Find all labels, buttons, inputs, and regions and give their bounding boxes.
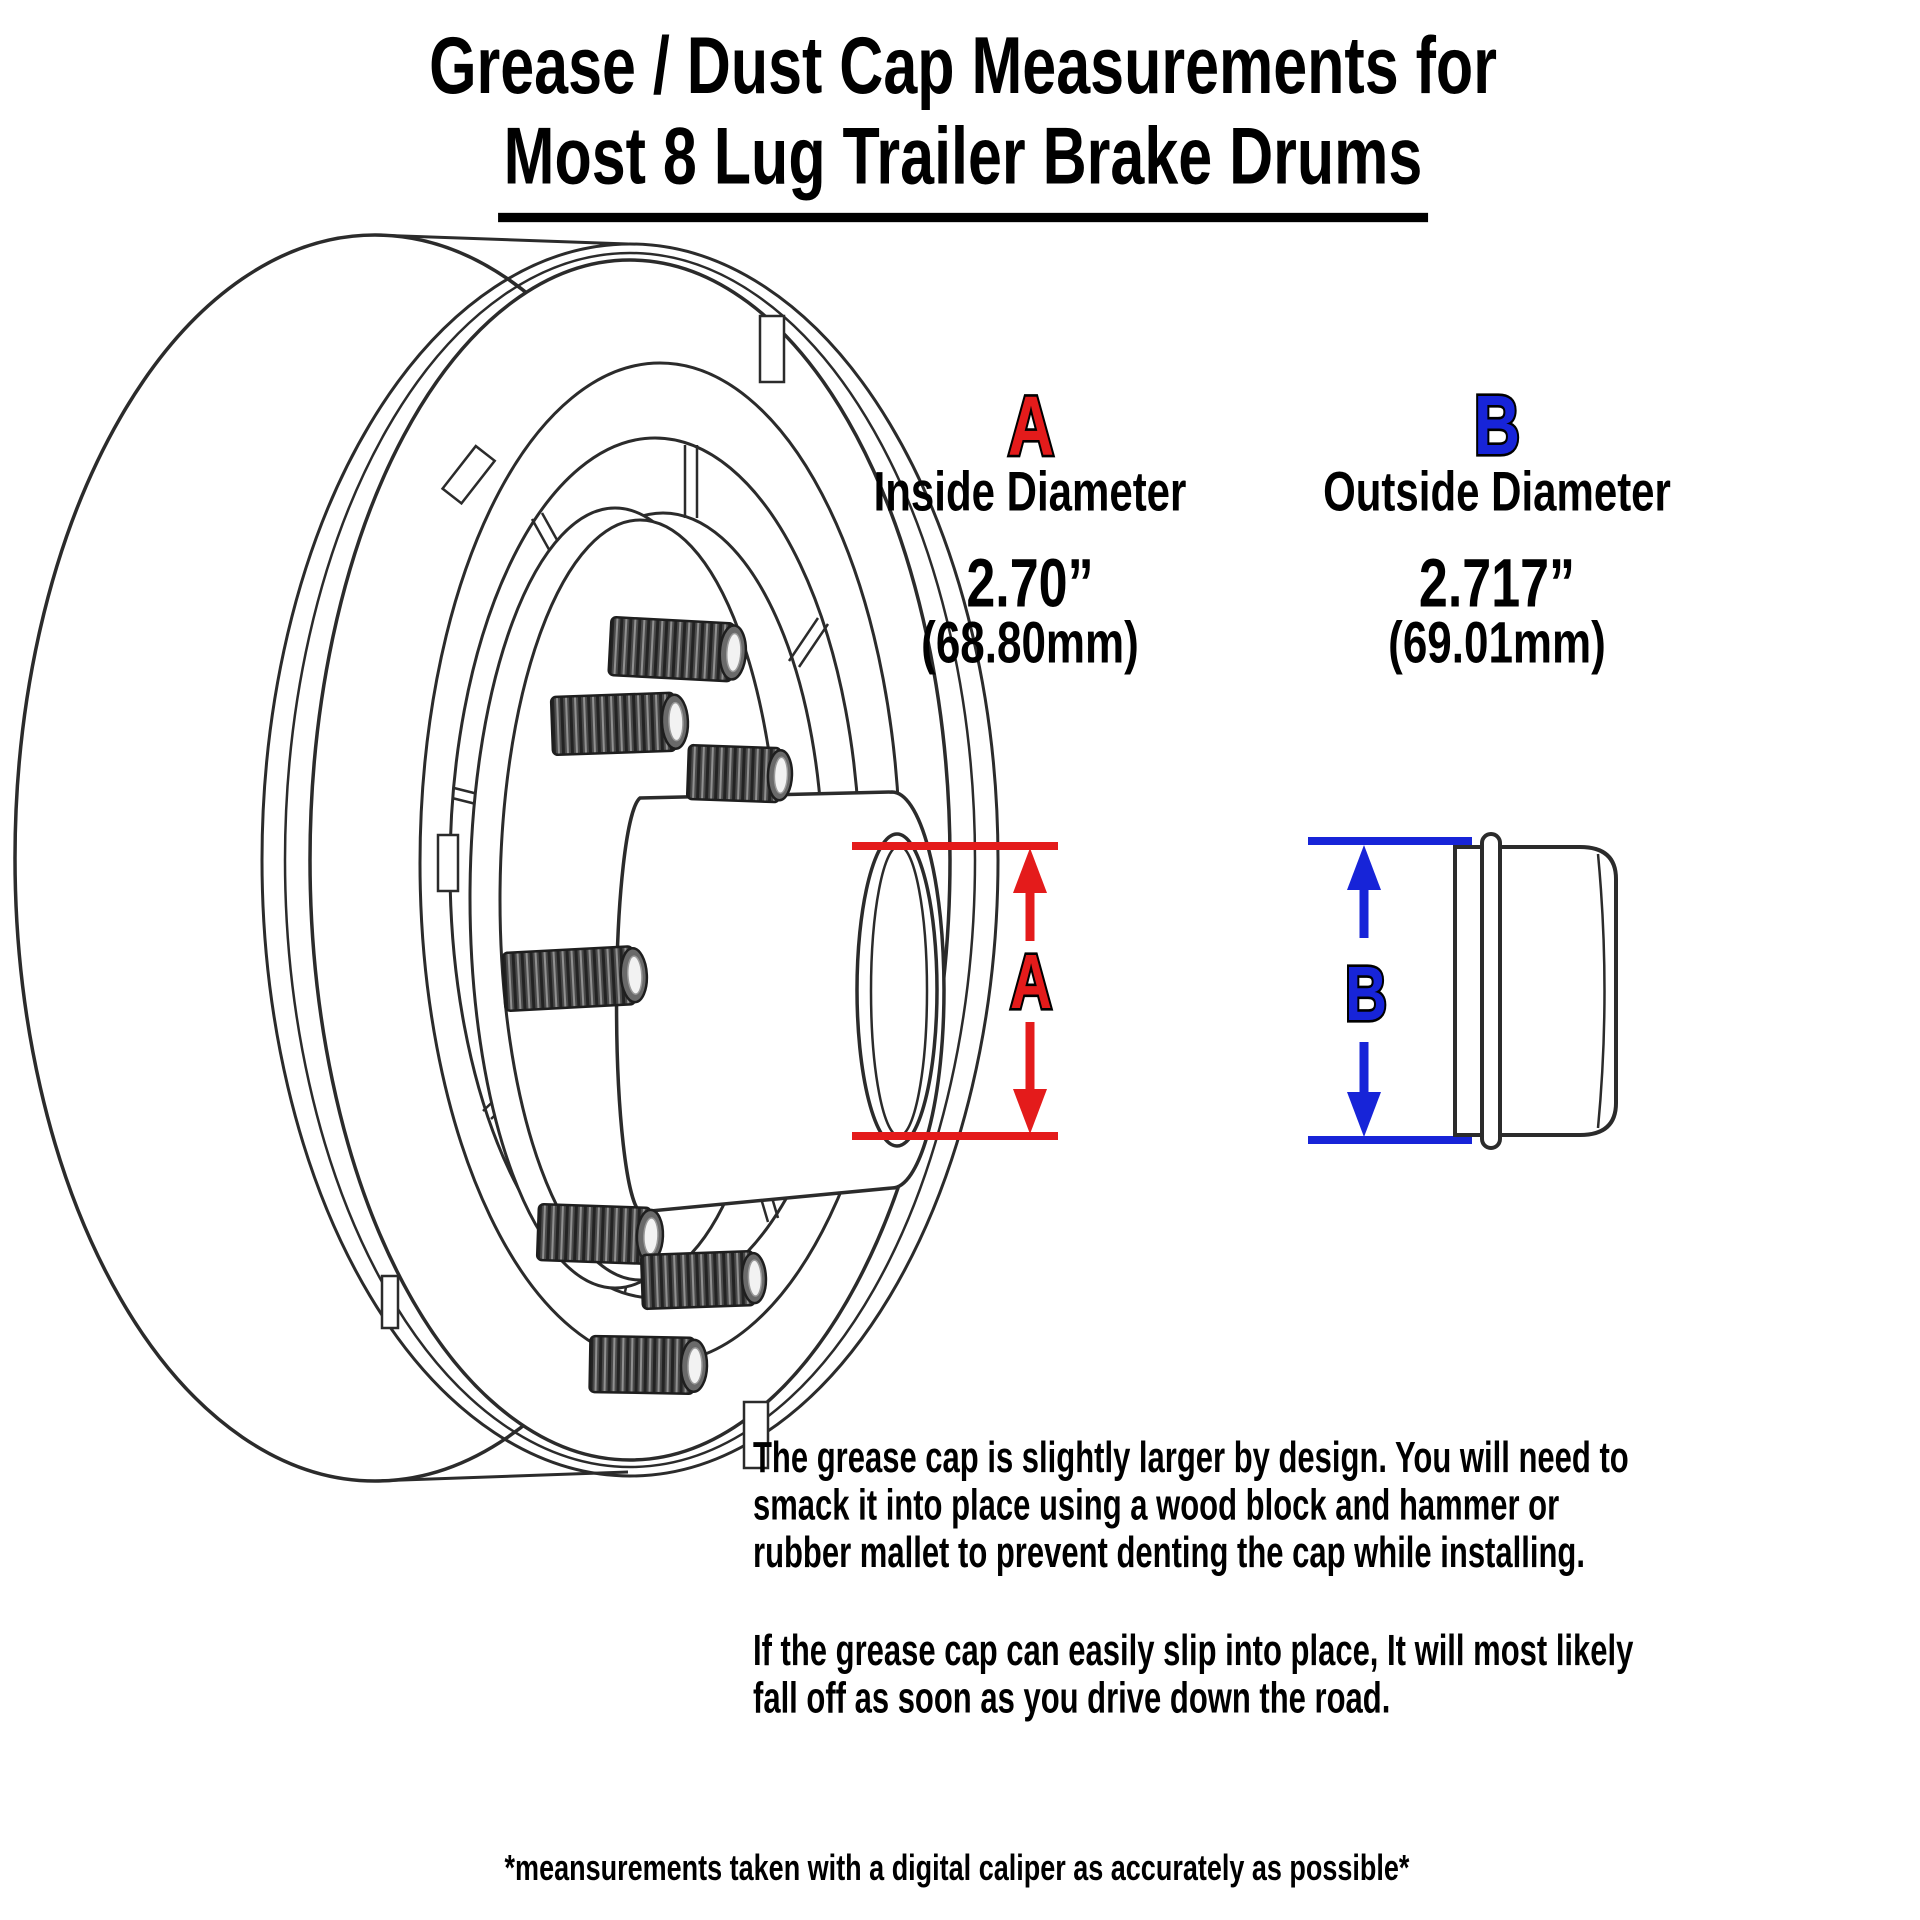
lug-stud [685, 743, 794, 804]
arrow-up-icon [1347, 845, 1381, 890]
page-title: Grease / Dust Cap Measurements for Most … [429, 20, 1497, 222]
page-title-line2: Most 8 Lug Trailer Brake Drums [429, 111, 1497, 222]
dimension-b: B [1308, 837, 1472, 1144]
cap-body [1453, 845, 1618, 1137]
label-b-mm: (69.01mm) [1388, 611, 1606, 676]
lug-stud [588, 1334, 709, 1395]
label-a-title: Inside Diameter [873, 460, 1187, 523]
notes-line: If the grease cap can easily slip into p… [753, 1625, 1634, 1675]
header-b-letter: B [1474, 377, 1520, 472]
notes-line: smack it into place using a wood block a… [753, 1480, 1560, 1530]
hub-barrel [614, 790, 946, 1214]
notes-line: The grease cap is slightly larger by des… [753, 1432, 1629, 1482]
arrow-down-icon [1347, 1092, 1381, 1137]
page-title-line1: Grease / Dust Cap Measurements for [429, 20, 1497, 111]
footnote: *meansurements taken with a digital cali… [504, 1848, 1410, 1888]
label-a-inches: 2.70” [966, 545, 1094, 623]
drum-groove-inner [283, 251, 977, 1469]
notes-line: rubber mallet to prevent denting the cap… [753, 1527, 1585, 1577]
retaining-clips [380, 314, 786, 1470]
dimension-a: A [852, 842, 1058, 1140]
notes-line: fall off as soon as you drive down the r… [753, 1673, 1391, 1723]
label-b-inches: 2.717” [1418, 545, 1576, 623]
label-b-title: Outside Diameter [1323, 460, 1671, 523]
cap-flange-ring [1480, 832, 1502, 1150]
brake-drum-icon [13, 233, 1000, 1483]
arrow-up-icon [1013, 848, 1047, 893]
notes-paragraph-2: If the grease cap can easily slip into p… [753, 1627, 1633, 1722]
lug-studs [501, 616, 794, 1395]
header-a-letter: A [1008, 378, 1054, 473]
dim-a-letter: A [1010, 940, 1052, 1025]
installation-notes: The grease cap is slightly larger by des… [753, 1432, 1633, 1722]
lug-stud [549, 691, 690, 757]
dim-b-letter: B [1345, 952, 1387, 1037]
hub-bore-inner [869, 844, 929, 1138]
lug-stud [535, 1202, 665, 1265]
label-a-mm: (68.80mm) [921, 611, 1139, 676]
arrow-down-icon [1013, 1089, 1047, 1134]
notes-paragraph-1: The grease cap is slightly larger by des… [753, 1432, 1633, 1577]
cap-dome-seam [1596, 853, 1606, 1129]
drum-groove-outer [260, 242, 1000, 1478]
lug-stud [607, 616, 748, 683]
grease-cap-icon [1453, 832, 1618, 1150]
lug-stud [639, 1250, 768, 1311]
lug-stud [501, 945, 649, 1012]
